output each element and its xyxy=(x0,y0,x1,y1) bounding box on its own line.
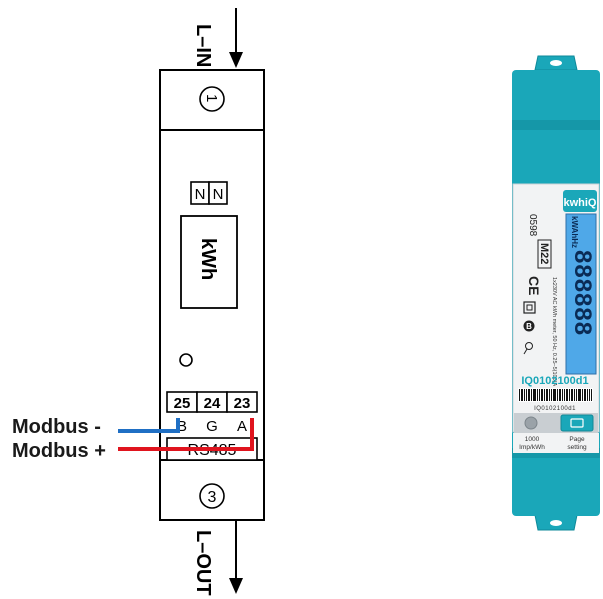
terminal-24-label: 24 xyxy=(204,395,221,412)
modbus-minus-wire xyxy=(118,418,180,433)
l-in-label: L–IN xyxy=(192,24,214,67)
letter-a: A xyxy=(237,418,247,435)
barcode xyxy=(518,388,593,402)
model-code-box xyxy=(537,239,552,269)
brand-tag xyxy=(563,190,597,212)
terminal-1-icon xyxy=(199,86,225,112)
neutral-terminal-b xyxy=(208,181,228,205)
neutral-label-2: N xyxy=(213,186,224,203)
spec-text: 1x230V AC kWh meter, 50 Hz, 0.25–5(100)A xyxy=(551,277,557,386)
pulse-led-icon xyxy=(179,353,193,367)
modbus-minus-label: Modbus - xyxy=(12,416,101,438)
terminal-23 xyxy=(226,391,258,413)
letter-b: B xyxy=(177,418,187,435)
terminal-3-label: 3 xyxy=(208,489,217,506)
brand-label: kwhiQ xyxy=(563,197,596,209)
model-code-label: M22 xyxy=(538,243,550,264)
modbus-plus-label: Modbus + xyxy=(12,440,106,462)
lcd-units: kWAhHz xyxy=(570,216,579,248)
neutral-label-1: N xyxy=(195,186,206,203)
barcode-number: IQ0102100d1 xyxy=(534,406,576,412)
terminal-1-label: 1 xyxy=(203,94,220,102)
output-arrow-icon xyxy=(229,578,243,594)
double-insulation-icon xyxy=(523,301,536,314)
l-out-label: L–OUT xyxy=(192,530,214,596)
modbus-plus-wire xyxy=(118,418,254,451)
led-icon xyxy=(525,342,533,350)
svg-text:B: B xyxy=(526,322,532,331)
letter-g: G xyxy=(206,418,218,435)
terminal-23-label: 23 xyxy=(234,395,251,412)
serial-label: IQ0102100d1 xyxy=(521,375,588,387)
terminal-3-icon xyxy=(199,483,225,509)
pulse-window-icon xyxy=(524,416,538,430)
display-window xyxy=(180,215,238,309)
lcd-digits: 888888 xyxy=(569,250,596,336)
small-code-label: 0598 xyxy=(527,214,538,237)
input-arrow-icon xyxy=(229,52,243,68)
page-setting-button[interactable] xyxy=(560,414,594,432)
lcd-screen xyxy=(565,213,597,375)
terminal-25-label: 25 xyxy=(174,395,191,412)
ce-mark-icon: CE xyxy=(526,276,542,295)
display-label: kWh xyxy=(197,238,219,280)
b-mark-icon xyxy=(523,320,535,332)
